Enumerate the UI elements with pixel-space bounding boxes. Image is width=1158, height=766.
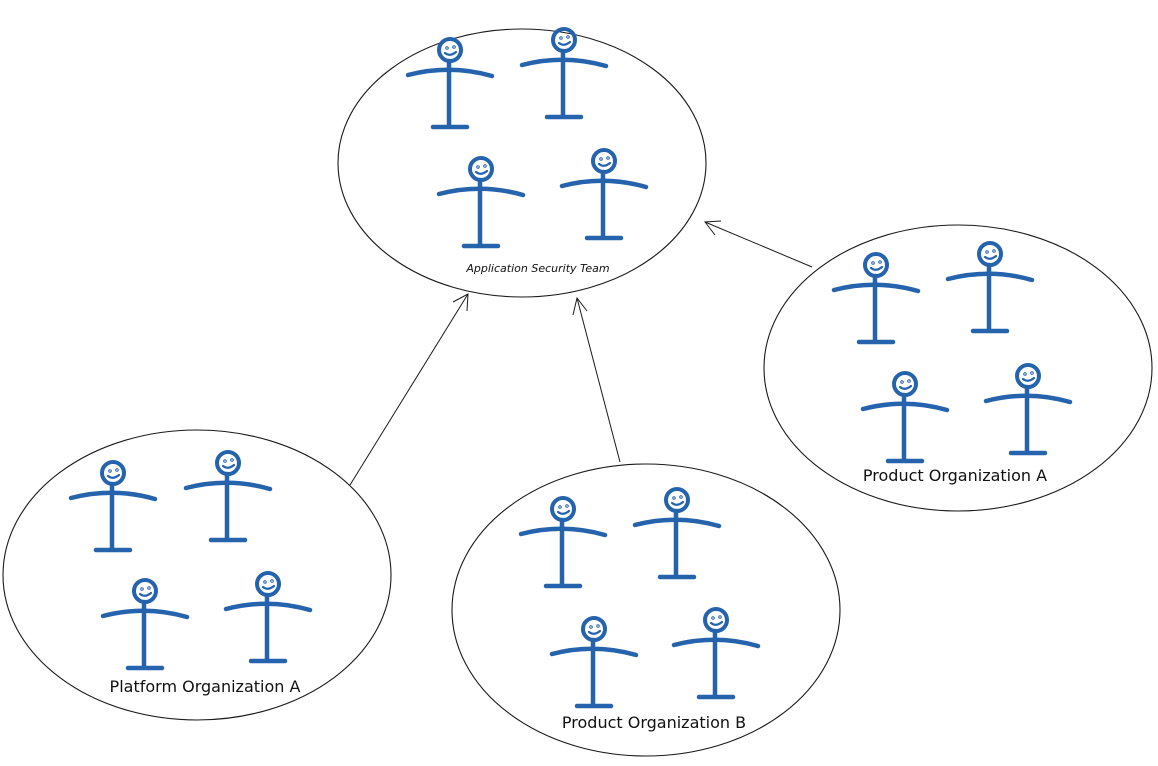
stick-figures <box>68 27 1073 709</box>
group-appsec-ellipse <box>337 28 707 298</box>
stick-figure-icon <box>223 571 313 664</box>
stick-figure-icon <box>549 616 639 709</box>
group-label-appsec: Application Security Team <box>465 262 609 275</box>
stick-figure-icon <box>183 450 273 543</box>
stick-figure-icon <box>831 252 921 345</box>
group-label-platform-a: Platform Organization A <box>110 677 301 696</box>
stick-figure-icon <box>671 607 761 700</box>
stick-figure-icon <box>860 371 950 464</box>
connector-product-b-to-appsec <box>572 296 621 463</box>
group-platform-a-ellipse <box>2 429 392 721</box>
connector-platform-a-to-appsec <box>349 293 469 486</box>
stick-figure-icon <box>436 156 526 249</box>
connector-product-a-to-appsec <box>704 220 813 268</box>
stick-figure-icon <box>519 27 609 120</box>
stick-figure-icon <box>632 487 722 580</box>
stick-figure-icon <box>405 37 495 130</box>
group-product-b-ellipse <box>451 463 841 757</box>
group-label-product-a: Product Organization A <box>863 466 1047 485</box>
stick-figure-icon <box>983 363 1073 456</box>
stick-figure-icon <box>559 148 649 241</box>
stick-figure-icon <box>518 496 608 589</box>
stick-figure-icon <box>100 578 190 671</box>
stick-figure-icon <box>945 241 1035 334</box>
group-label-product-b: Product Organization B <box>562 713 746 732</box>
stick-figure-icon <box>68 460 158 553</box>
group-product-a-ellipse <box>763 224 1153 512</box>
